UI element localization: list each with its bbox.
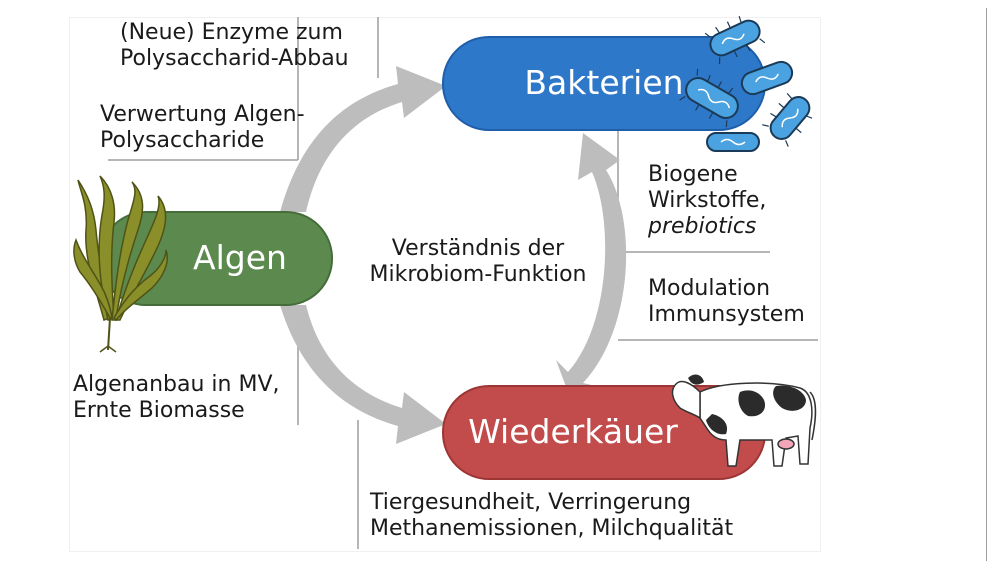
annotation-line: Tiergesundheit, Verringerung bbox=[370, 490, 692, 515]
annotation-line: Immunsystem bbox=[648, 302, 805, 327]
annotation-line: Mikrobiom-Funktion bbox=[369, 262, 587, 287]
wiederkauer-label: Wiederkäuer bbox=[468, 412, 678, 451]
annotation-tiergesundheit: Tiergesundheit, Verringerung Methanemiss… bbox=[370, 490, 733, 542]
annotation-line: Verständnis der bbox=[391, 236, 565, 261]
arrow-algen-to-bakterien bbox=[280, 66, 446, 212]
algen-label: Algen bbox=[193, 238, 287, 277]
annotation-enzyme: (Neue) Enzyme zum Polysaccharid-Abbau bbox=[120, 20, 349, 72]
annotation-line: prebiotics bbox=[648, 214, 757, 239]
annotation-verwertung: Verwertung Algen- Polysaccharide bbox=[100, 102, 305, 154]
cycle-arrows bbox=[280, 66, 627, 444]
annotation-line: Verwertung Algen- bbox=[100, 102, 305, 127]
annotation-center: Verständnis der Mikrobiom-Funktion bbox=[358, 236, 598, 288]
annotation-modulation: Modulation Immunsystem bbox=[648, 276, 805, 328]
annotation-line: Algenanbau in MV, bbox=[73, 372, 280, 397]
annotation-algenanbau: Algenanbau in MV, Ernte Biomasse bbox=[73, 372, 280, 424]
annotation-line: (Neue) Enzyme zum bbox=[120, 20, 343, 45]
seaweed-icon bbox=[73, 175, 168, 353]
annotation-line: Wirkstoffe, bbox=[648, 188, 767, 213]
annotation-line: Ernte Biomasse bbox=[73, 398, 245, 423]
annotation-line: Biogene bbox=[648, 162, 738, 187]
annotation-line: Polysaccharid-Abbau bbox=[120, 46, 349, 71]
annotation-line: Methanemissionen, Milchqualität bbox=[370, 516, 734, 541]
annotation-line: Polysaccharide bbox=[100, 128, 265, 153]
cow-icon bbox=[671, 374, 817, 467]
bacteria-icon bbox=[679, 16, 813, 152]
arrow-bakterien-wiederkauer bbox=[556, 133, 627, 408]
arrow-algen-to-wiederkauer bbox=[280, 305, 446, 444]
annotation-line: Modulation bbox=[648, 276, 771, 301]
bakterien-label: Bakterien bbox=[524, 63, 684, 102]
annotation-biogene: Biogene Wirkstoffe, prebiotics bbox=[648, 162, 766, 240]
right-border-line bbox=[976, 8, 987, 561]
